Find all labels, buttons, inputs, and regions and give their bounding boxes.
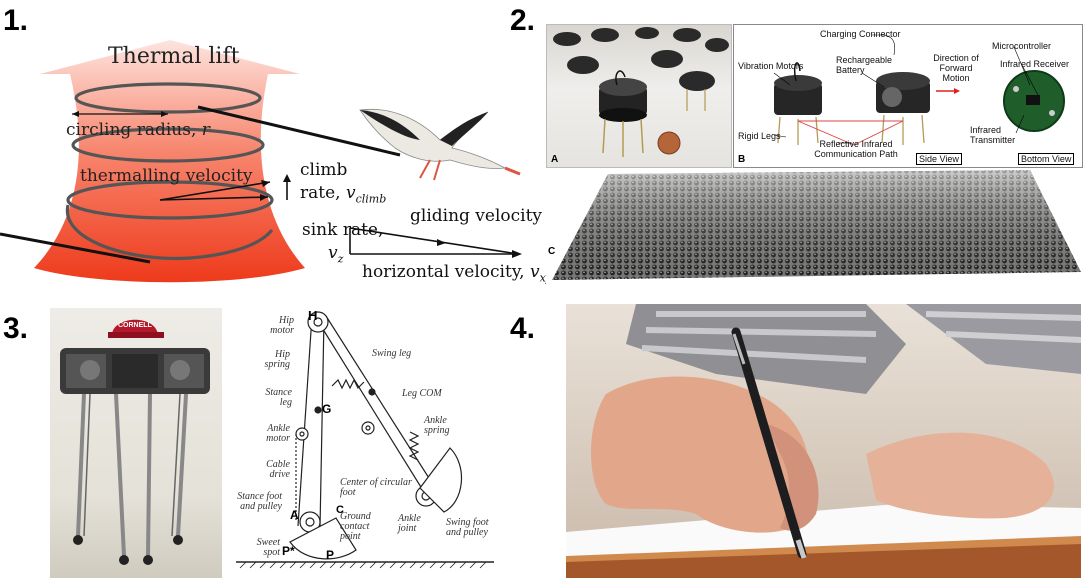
label-H: H	[308, 308, 318, 323]
panel-3-number: 3.	[3, 312, 29, 345]
panel-2b-label: B	[738, 154, 746, 165]
label-G: G	[322, 402, 332, 416]
panel-2a-label: A	[551, 154, 559, 165]
panel-4-number: 4.	[510, 312, 536, 345]
panel-2-number: 2.	[510, 4, 536, 37]
reflective-path-label: Reflective Infrared Communication Path	[814, 139, 898, 159]
label-A: A	[290, 508, 299, 522]
cable-drive-label: Cable drive	[266, 459, 290, 480]
climb-rate-label: rate, vclimb	[300, 183, 387, 206]
biped-leg-schematic	[236, 311, 494, 569]
direction-label: Direction of Forward Motion	[933, 53, 979, 83]
sink-rate-label: sink rate,	[302, 220, 384, 240]
ankle-motor-label: Ankle motor	[266, 423, 290, 444]
hip-spring-label: Hip spring	[264, 349, 290, 370]
thermalling-velocity-label: thermalling velocity	[80, 166, 253, 186]
label-P-star: P*	[282, 544, 295, 558]
horizontal-velocity-label: horizontal velocity, vxy	[362, 262, 552, 284]
cornell-biped-photo: CORNELL	[50, 308, 222, 578]
infrared-transmitter-label: Infrared Transmitter	[970, 125, 1016, 145]
kilobot-photo: A	[546, 24, 732, 168]
microcontroller-label: Microcontroller	[992, 41, 1052, 51]
sweet-spot-label: Sweet spot	[256, 537, 280, 558]
stance-foot-label: Stance foot and pulley	[237, 491, 282, 512]
cornell-cap-text: CORNELL	[118, 322, 152, 329]
hip-motor-label: Hip motor	[270, 315, 294, 336]
sink-rate-var: vz	[328, 243, 344, 266]
ground-contact-label: Ground contact point	[340, 511, 371, 542]
thermal-lift-title: Thermal lift	[108, 44, 240, 69]
kilobot-schematic: Charging Connector Vibration Motors Rech…	[733, 24, 1083, 168]
panel-1-number: 1.	[3, 4, 29, 37]
thermal-lift-diagram	[0, 40, 522, 283]
charging-connector-label: Charging Connector	[820, 29, 901, 39]
vibration-motors-label: Vibration Motors	[738, 61, 804, 71]
stork-illustration	[359, 108, 521, 181]
leg-com-label: Leg COM	[402, 388, 442, 399]
circling-radius-label: circling radius, r	[66, 120, 210, 140]
swing-leg-label: Swing leg	[372, 348, 412, 359]
gliding-velocity-label: gliding velocity	[410, 206, 543, 226]
rechargeable-battery-label: Rechargeable Battery	[836, 55, 893, 75]
center-foot-label: Center of circular foot	[340, 477, 412, 498]
swing-foot-label: Swing foot and pulley	[446, 517, 489, 538]
ankle-joint-label: Ankle joint	[398, 513, 421, 534]
ankle-spring-label: Ankle spring	[424, 415, 450, 436]
rigid-legs-label: Rigid Legs	[738, 131, 781, 141]
label-C: C	[336, 504, 344, 516]
infrared-receiver-label: Infrared Receiver	[1000, 59, 1070, 69]
bottom-view-label: Bottom View	[1018, 153, 1075, 165]
panel-2c-label: C	[548, 246, 556, 257]
side-view-label: Side View	[916, 153, 962, 165]
handwriting-photo	[566, 304, 1081, 578]
kilobot-swarm-photo: C	[546, 168, 1081, 286]
stance-leg-label: Stance leg	[265, 387, 292, 408]
climb-label: climb	[300, 160, 348, 180]
label-P: P	[326, 548, 335, 562]
